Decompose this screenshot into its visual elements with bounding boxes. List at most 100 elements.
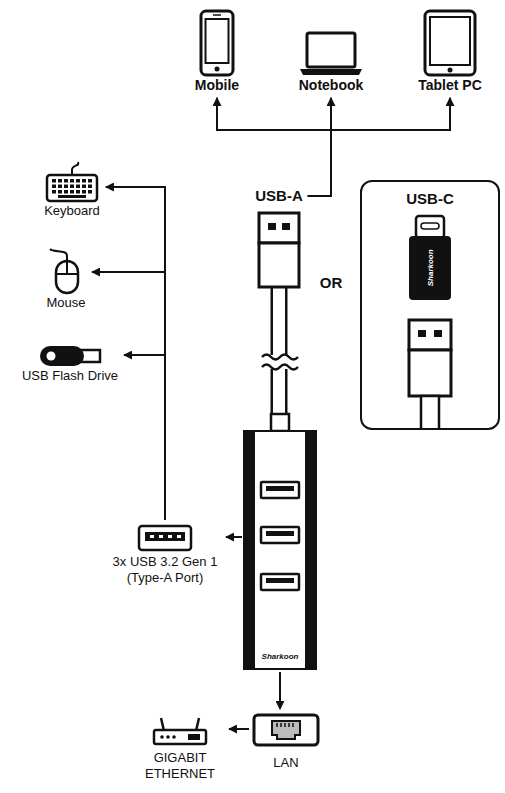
- lan-frame: [254, 715, 318, 745]
- node-label: Tablet PC: [418, 77, 482, 94]
- flash-body: [40, 346, 84, 366]
- node-label: GIGABIT ETHERNET: [137, 750, 223, 781]
- option-label: OR: [320, 274, 343, 292]
- port-pin: [150, 535, 154, 538]
- keyboard-key: [58, 190, 62, 194]
- plug-contact: [418, 330, 426, 337]
- rj45-pin: [292, 723, 294, 727]
- plug-cable: [421, 396, 439, 428]
- keyboard-key: [70, 185, 74, 189]
- keyboard-key: [82, 190, 86, 194]
- port-frame: [261, 482, 299, 498]
- router-led: [172, 735, 176, 739]
- keyboard-key: [76, 179, 80, 183]
- strain-relief: [271, 414, 289, 431]
- device-flash-drive: USB Flash Drive: [20, 343, 120, 385]
- plug-contact: [434, 330, 442, 337]
- rj45-pin: [276, 723, 278, 727]
- device-keyboard: Keyboard: [42, 160, 102, 220]
- device-tablet: Tablet PC: [416, 8, 484, 95]
- node-label: 3x USB 3.2 Gen 1 (Type-A Port): [110, 554, 220, 585]
- usb-port: [261, 574, 299, 590]
- node-label: USB-C: [362, 190, 498, 208]
- keyboard-body: [47, 175, 97, 201]
- connector-line: [308, 98, 331, 196]
- flash-icon: [38, 344, 102, 368]
- router-icon: [152, 716, 208, 746]
- usb-a-plug: USB-A: [253, 186, 305, 290]
- notebook-icon: [298, 31, 364, 77]
- port-frame: [261, 527, 299, 543]
- device-notebook: Notebook: [296, 30, 366, 95]
- mouse-cable: [50, 249, 67, 261]
- connector-line: [229, 728, 249, 730]
- keyboard-icon: [45, 161, 99, 203]
- plug-head: [259, 213, 299, 243]
- mouse-split: [66, 261, 68, 274]
- keyboard-key: [70, 179, 74, 183]
- device-mouse: Mouse: [44, 246, 88, 312]
- node-label: Sharkoon: [245, 652, 315, 662]
- adapter-body: [409, 236, 451, 300]
- connector-arrow: [229, 729, 249, 730]
- keyboard-key: [76, 190, 80, 194]
- connector-arrow: [92, 272, 165, 520]
- notebook-screen: [307, 33, 355, 67]
- connector-arrow: [280, 672, 281, 709]
- node-label: USB-A: [255, 187, 303, 205]
- router-led: [166, 735, 170, 739]
- router-port: [188, 734, 200, 740]
- cable-break-mark: [262, 365, 298, 370]
- lan-icon: [252, 713, 320, 747]
- node-label: LAN: [252, 755, 320, 771]
- node-label: Mouse: [46, 295, 86, 311]
- port-tongue: [266, 486, 294, 491]
- mouse-icon: [46, 247, 86, 295]
- tablet-icon: [423, 9, 477, 77]
- usba-icon: [257, 211, 301, 289]
- usbc-icon: [362, 182, 498, 428]
- plug-contact: [282, 223, 290, 230]
- mouse-body: [56, 261, 78, 293]
- usb-c-option-box: USB-C: [360, 180, 500, 430]
- keyboard-key: [88, 185, 92, 189]
- mouse-split: [56, 273, 78, 275]
- notebook-base: [300, 69, 362, 75]
- phone-button: [215, 67, 220, 72]
- port-tongue: [266, 578, 294, 583]
- connector-line: [106, 187, 165, 520]
- connector-line: [226, 536, 242, 538]
- rj45-pin: [288, 723, 290, 727]
- keyboard-key: [82, 185, 86, 189]
- plug-contact: [268, 223, 276, 230]
- connector-line: [92, 272, 165, 520]
- usb-hub: Sharkoon: [243, 430, 317, 670]
- port-frame: [261, 574, 299, 590]
- keyboard-space: [58, 195, 86, 198]
- plug-body: [409, 350, 451, 396]
- router-led: [160, 735, 164, 739]
- router-body: [154, 730, 206, 744]
- phone-body: [201, 11, 233, 75]
- ethernet-router: GIGABIT ETHERNET: [135, 715, 225, 782]
- keyboard-key: [64, 190, 68, 194]
- plug-head: [409, 320, 451, 350]
- usb-port: [261, 482, 299, 498]
- phone-icon: [199, 9, 235, 77]
- device-mobile: Mobile: [193, 8, 241, 95]
- port-pin: [177, 535, 181, 538]
- connector-arrow: [226, 537, 242, 538]
- keyboard-key: [76, 185, 80, 189]
- node-label: Notebook: [298, 77, 364, 94]
- keyboard-key: [88, 190, 92, 194]
- port-icon: [137, 524, 193, 552]
- port-pin: [159, 535, 163, 538]
- brand-logo: Sharkoon: [425, 250, 435, 287]
- usb-port: [261, 527, 299, 543]
- flash-ring: [46, 352, 55, 361]
- tablet-screen: [430, 17, 470, 65]
- connector-arrow: [308, 98, 331, 196]
- tablet-body: [425, 11, 475, 75]
